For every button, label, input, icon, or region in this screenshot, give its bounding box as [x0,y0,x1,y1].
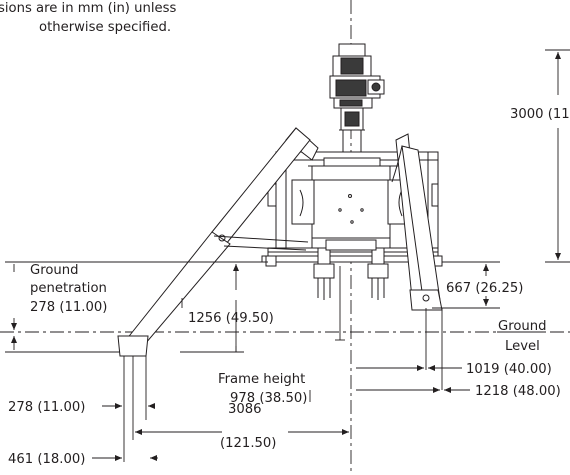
dim-667-label: 667 (26.25) [446,281,523,296]
dim-3000 [545,49,570,263]
dim-3086-label-b: (121.50) [220,436,276,451]
ground-penetration-label-2: penetration [30,281,107,296]
dim-978 [309,266,345,402]
dim-ground-penetration [5,261,268,353]
frame-height-value: 978 (38.50) [230,391,307,406]
dim-461-label: 461 (18.00) [8,452,85,467]
right-boom-arm [391,133,443,311]
ground-penetration-label-1: Ground [30,263,79,278]
note-line-2: otherwise specified. [39,20,171,35]
ground-penetration-value: 278 (11.00) [30,300,107,315]
rotary-head [329,43,385,156]
dim-1256-label: 1256 (49.50) [188,311,274,326]
dim-3000-label: 3000 (11 [510,107,570,122]
note-line-1: sions are in mm (in) unless [0,1,177,16]
dim-1218-label: 1218 (48.00) [475,384,561,399]
dim-bottom-left [92,356,349,462]
frame-legs [265,239,443,300]
dim-278-bottom-label: 278 (11.00) [8,400,85,415]
dim-1019-label: 1019 (40.00) [466,362,552,377]
dim-1019-1218 [356,308,470,393]
dim-1256 [180,264,244,353]
left-boom-arm [117,127,319,357]
ground-level-label-1: Ground [498,319,547,334]
dim-667 [432,261,500,309]
dim-3086-label-a: 3086 [228,402,262,417]
frame-height-label: Frame height [218,372,305,387]
ground-level-label-2: Level [505,339,540,354]
